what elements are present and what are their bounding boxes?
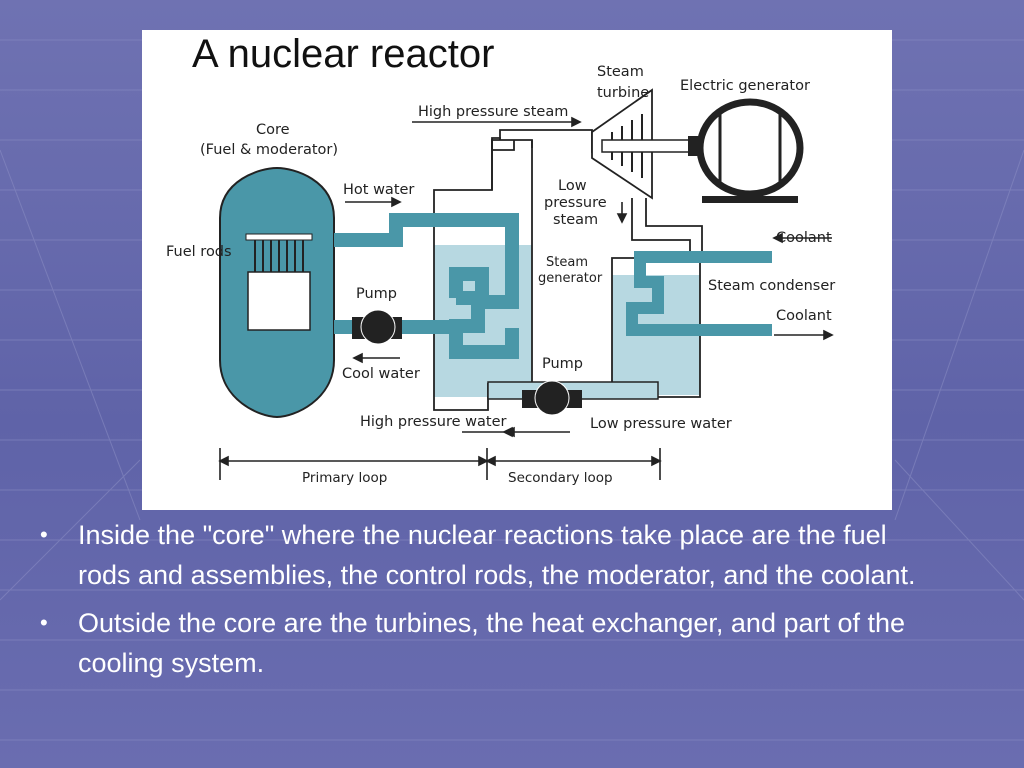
label-hot-water: Hot water [343, 182, 414, 198]
label-fuel-rods: Fuel rods [166, 244, 232, 260]
label-high-pressure-steam: High pressure steam [418, 104, 568, 120]
primary-pump [360, 309, 396, 345]
fuel-assembly [247, 271, 311, 331]
reactor-diagram-drawing: Core (Fuel & moderator) Fuel rods Hot wa… [166, 64, 835, 486]
loop-dimension-lines [218, 448, 662, 480]
label-primary-loop: Primary loop [302, 470, 387, 486]
label-coolant-out: Coolant [776, 308, 832, 324]
secondary-pump [534, 380, 570, 416]
label-low-pressure-steam-2: pressure [544, 195, 607, 211]
bullet-text: Inside the "core" where the nuclear reac… [78, 520, 916, 590]
label-core: Core [256, 122, 290, 138]
bullet-text: Outside the core are the turbines, the h… [78, 608, 906, 678]
steam-line-outline [491, 137, 533, 190]
label-steam-condenser: Steam condenser [708, 278, 835, 294]
label-steam-turbine-2: turbine [597, 85, 649, 101]
label-electric-generator: Electric generator [680, 78, 810, 94]
hot-water-pipe [334, 213, 519, 309]
label-coolant-in: Coolant [776, 230, 832, 246]
low-pressure-steam-line [631, 198, 703, 258]
label-steam-turbine: Steam [597, 64, 644, 80]
steam-generator-outline [433, 139, 533, 411]
bullet-list: • Inside the "core" where the nuclear re… [40, 515, 940, 691]
label-pump-primary: Pump [356, 286, 397, 302]
high-pressure-steam-line [491, 129, 604, 153]
label-high-pressure-water: High pressure water [360, 414, 507, 430]
label-low-pressure-steam-3: steam [553, 212, 598, 228]
return-coil [449, 291, 519, 359]
bullet-item: • Inside the "core" where the nuclear re… [40, 515, 940, 595]
label-pump-secondary: Pump [542, 356, 583, 372]
reactor-diagram: Core (Fuel & moderator) Fuel rods Hot wa… [142, 30, 892, 510]
electric-generator [696, 98, 804, 198]
turbine-shaft [601, 139, 703, 153]
bullet-marker: • [40, 522, 48, 547]
label-cool-water: Cool water [342, 366, 420, 382]
flow-arrows [345, 116, 834, 438]
label-steam-generator: Steam [546, 255, 588, 270]
label-low-pressure-steam: Low [558, 178, 587, 194]
bullet-item: • Outside the core are the turbines, the… [40, 603, 940, 683]
condenser-coil [626, 251, 772, 336]
label-secondary-loop: Secondary loop [508, 470, 613, 486]
label-core-detail: (Fuel & moderator) [200, 142, 338, 158]
control-rod-bar [245, 233, 313, 241]
label-steam-generator-2: generator [538, 271, 603, 286]
slide-title: A nuclear reactor [192, 32, 495, 76]
fuel-rods [254, 240, 304, 272]
generator-base [702, 196, 798, 203]
bullet-marker: • [40, 610, 48, 635]
label-low-pressure-water: Low pressure water [590, 416, 732, 432]
